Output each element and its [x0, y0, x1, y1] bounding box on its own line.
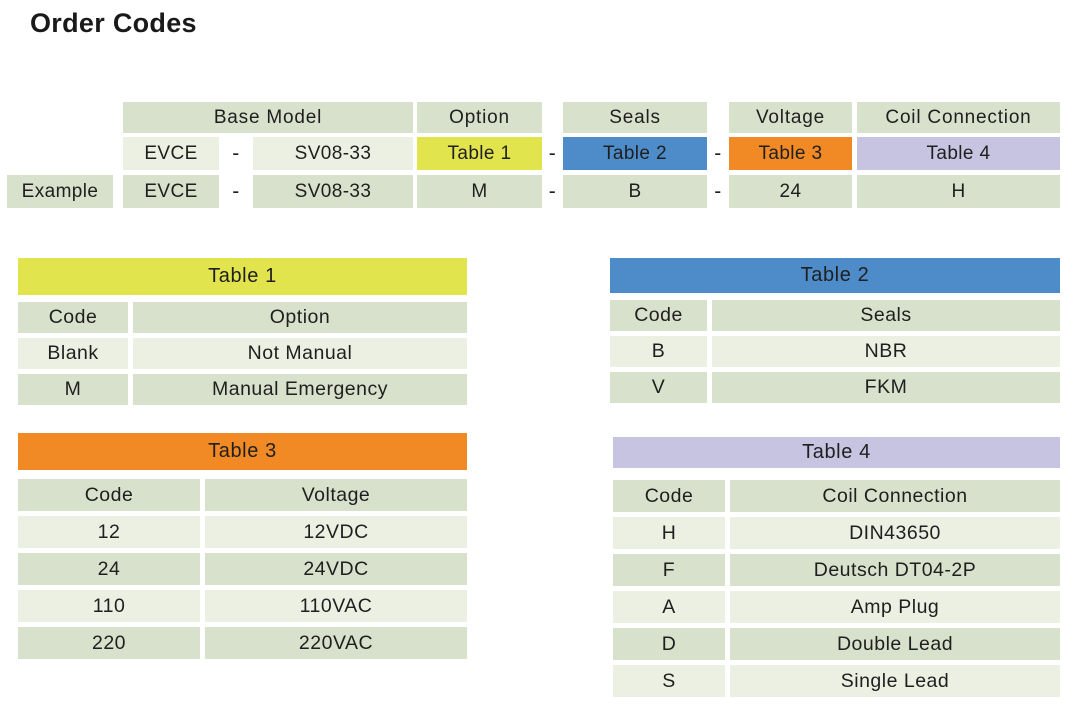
- separator-dash: -: [232, 141, 240, 165]
- table-row: D Double Lead: [613, 628, 1060, 660]
- code-cell: H: [613, 517, 725, 549]
- table4-header: Table 4: [613, 437, 1060, 468]
- column-header-code: Code: [18, 479, 200, 511]
- column-header-coil-connection: Coil Connection: [730, 480, 1060, 512]
- table2-seals: Table 2 Code Seals B NBR V FKM: [610, 258, 1060, 403]
- value-cell: 24VDC: [205, 553, 467, 585]
- example-coil-connection: H: [857, 175, 1060, 208]
- header-option: Option: [417, 102, 542, 133]
- value-cell: Deutsch DT04-2P: [730, 554, 1060, 586]
- table-row: M Manual Emergency: [18, 374, 467, 405]
- ref-table1: Table 1: [417, 137, 542, 170]
- code-cell: M: [18, 374, 128, 405]
- code-cell: 220: [18, 627, 200, 659]
- separator-dash: -: [714, 179, 722, 203]
- separator-dash: -: [548, 141, 557, 165]
- column-header-option: Option: [133, 302, 467, 333]
- table-row: H DIN43650: [613, 517, 1060, 549]
- table-row: Blank Not Manual: [18, 338, 467, 369]
- code-cell: A: [613, 591, 725, 623]
- ref-table2: Table 2: [563, 137, 707, 170]
- value-cell: Single Lead: [730, 665, 1060, 697]
- value-cell: 220VAC: [205, 627, 467, 659]
- code-cell: D: [613, 628, 725, 660]
- table-row: Code Coil Connection: [613, 480, 1060, 512]
- table4-coil-connection: Table 4 Code Coil Connection H DIN43650 …: [613, 437, 1060, 697]
- column-header-code: Code: [613, 480, 725, 512]
- table-row: A Amp Plug: [613, 591, 1060, 623]
- example-voltage: 24: [729, 175, 852, 208]
- table-row: B NBR: [610, 336, 1060, 367]
- column-header-voltage: Voltage: [205, 479, 467, 511]
- code-cell: F: [613, 554, 725, 586]
- table1-option: Table 1 Code Option Blank Not Manual M M…: [18, 258, 467, 405]
- code-cell: B: [610, 336, 707, 367]
- table2-header: Table 2: [610, 258, 1060, 293]
- column-header-code: Code: [18, 302, 128, 333]
- table-row: V FKM: [610, 372, 1060, 403]
- example-label: Example: [7, 175, 113, 208]
- example-seals: B: [563, 175, 707, 208]
- example-base: SV08-33: [253, 175, 413, 208]
- column-header-seals: Seals: [712, 300, 1060, 331]
- table3-header: Table 3: [18, 433, 467, 470]
- code-cell: V: [610, 372, 707, 403]
- table-row: 24 24VDC: [18, 553, 467, 585]
- code-cell: Blank: [18, 338, 128, 369]
- separator-dash: -: [714, 141, 722, 165]
- header-seals: Seals: [563, 102, 707, 133]
- column-header-code: Code: [610, 300, 707, 331]
- code-cell: 24: [18, 553, 200, 585]
- header-voltage: Voltage: [729, 102, 852, 133]
- model-base: SV08-33: [253, 137, 413, 170]
- example-prefix: EVCE: [123, 175, 219, 208]
- ref-table4: Table 4: [857, 137, 1060, 170]
- table-row: F Deutsch DT04-2P: [613, 554, 1060, 586]
- table-row: 220 220VAC: [18, 627, 467, 659]
- value-cell: Not Manual: [133, 338, 467, 369]
- value-cell: Double Lead: [730, 628, 1060, 660]
- table-row: Code Seals: [610, 300, 1060, 331]
- separator-dash: -: [548, 179, 557, 203]
- table3-voltage: Table 3 Code Voltage 12 12VDC 24 24VDC 1…: [18, 433, 467, 659]
- code-cell: S: [613, 665, 725, 697]
- value-cell: FKM: [712, 372, 1060, 403]
- table-row: 110 110VAC: [18, 590, 467, 622]
- page-title: Order Codes: [30, 8, 197, 38]
- table-row: S Single Lead: [613, 665, 1060, 697]
- table-row: 12 12VDC: [18, 516, 467, 548]
- header-coil-connection: Coil Connection: [857, 102, 1060, 133]
- value-cell: Amp Plug: [730, 591, 1060, 623]
- example-option: M: [417, 175, 542, 208]
- value-cell: NBR: [712, 336, 1060, 367]
- code-cell: 12: [18, 516, 200, 548]
- table1-header: Table 1: [18, 258, 467, 295]
- value-cell: DIN43650: [730, 517, 1060, 549]
- value-cell: 12VDC: [205, 516, 467, 548]
- separator-dash: -: [232, 179, 240, 203]
- model-prefix: EVCE: [123, 137, 219, 170]
- value-cell: 110VAC: [205, 590, 467, 622]
- ref-table3: Table 3: [729, 137, 852, 170]
- table-row: Code Option: [18, 302, 467, 333]
- code-cell: 110: [18, 590, 200, 622]
- table-row: Code Voltage: [18, 479, 467, 511]
- value-cell: Manual Emergency: [133, 374, 467, 405]
- header-base-model: Base Model: [123, 102, 413, 133]
